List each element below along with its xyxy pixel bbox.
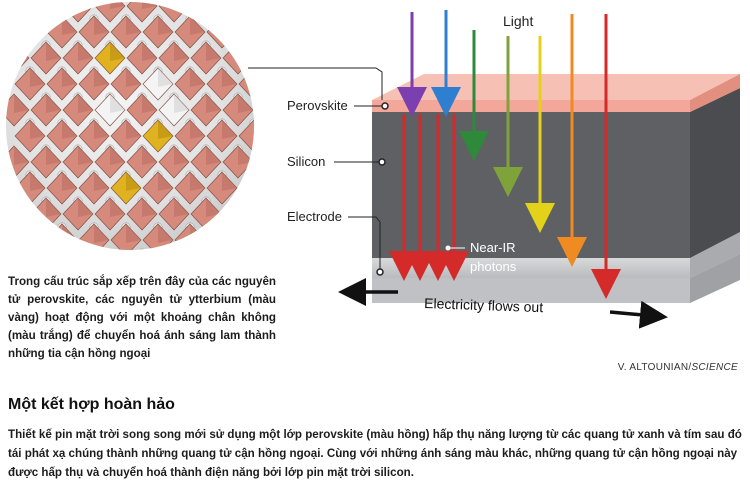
perovskite-top-surface (372, 74, 740, 100)
octahedron (238, 171, 254, 205)
octahedron (78, 15, 115, 50)
octahedron (94, 197, 131, 232)
octahedron (158, 93, 195, 128)
electricity-label: Electricity flows out (424, 295, 544, 315)
near-ir-label-line2: photons (470, 259, 517, 274)
electrode-side (690, 232, 740, 278)
octahedron (126, 145, 163, 180)
octahedron (126, 93, 163, 128)
octahedron (158, 41, 195, 76)
octahedron (174, 15, 211, 50)
octahedron (222, 197, 254, 232)
near-ir-label-line1: Near-IR (470, 240, 516, 255)
octahedron (238, 15, 254, 49)
octahedron (30, 2, 67, 24)
credit-org: SCIENCE (691, 362, 738, 373)
sphere-leader-line (248, 67, 383, 100)
electricity-arrow-right (609, 300, 668, 329)
perovskite-layer (372, 100, 690, 112)
solar-cell-diagram: Light Perovskite Silicon Electrode Near-… (6, 2, 740, 329)
octahedron (78, 171, 115, 206)
octahedron (126, 197, 163, 232)
octahedron (206, 223, 243, 250)
near-ir-arrows (389, 114, 469, 281)
light-rays (397, 10, 621, 299)
octahedron (238, 119, 254, 153)
perovskite-label: Perovskite (287, 98, 348, 113)
octahedron (62, 93, 99, 128)
article-body: Thiết kế pin mặt trời song song mới sử d… (8, 428, 742, 479)
credit-author: V. ALTOUNIAN/ (617, 362, 692, 373)
silicon-label: Silicon (287, 154, 325, 169)
figure-caption: Trong cấu trúc sắp xếp trên đây của các … (8, 275, 276, 360)
octahedron (174, 67, 211, 102)
octahedron (6, 2, 35, 24)
silicon-side (690, 88, 740, 258)
octahedron (6, 197, 35, 232)
octahedron (14, 223, 51, 250)
octahedron (222, 2, 254, 24)
octahedron (190, 2, 227, 24)
section-title: Một kết hợp hoàn hảo (8, 396, 175, 413)
electrode-label: Electrode (287, 209, 342, 224)
light-label: Light (503, 13, 533, 29)
image-credit: V. ALTOUNIAN/SCIENCE (618, 362, 738, 373)
octahedron (222, 93, 254, 128)
octahedron (46, 119, 83, 154)
octahedron (190, 41, 227, 76)
octahedron (238, 223, 254, 250)
perovskite-crystal-sphere (6, 2, 254, 250)
perovskite-side (690, 74, 740, 112)
silicon-layer (372, 112, 690, 258)
solar-cell-block (372, 74, 740, 303)
octahedron (110, 223, 147, 250)
octahedron (142, 119, 179, 154)
octahedron (94, 93, 131, 128)
octahedron (46, 67, 83, 102)
octahedron (6, 93, 35, 128)
octahedron (62, 197, 99, 232)
